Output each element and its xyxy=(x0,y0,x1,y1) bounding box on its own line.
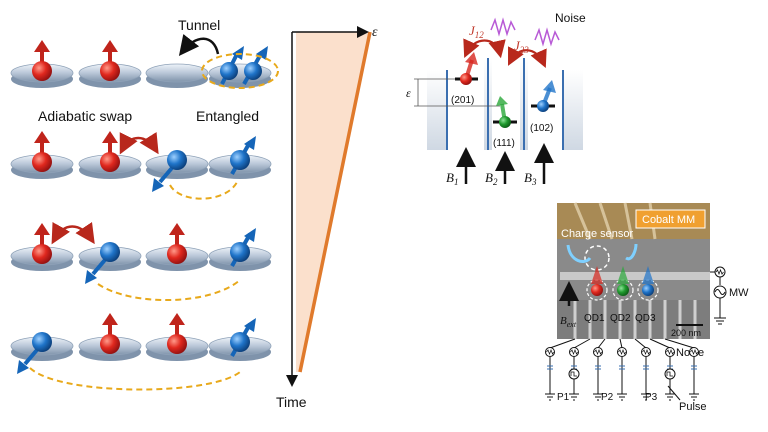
swap-arrow xyxy=(119,131,159,155)
noise-glyph xyxy=(618,349,626,355)
row-1 xyxy=(10,34,279,89)
cobalt-mm-box xyxy=(635,209,706,229)
panel-b-energy-diagram: ε (201) (111) (102) J12 J23 xyxy=(406,11,586,187)
red-spin-up xyxy=(100,40,120,81)
p3-label: P3 xyxy=(645,392,658,403)
charge-sensor-label: Charge sensor xyxy=(561,228,633,240)
gate-wire xyxy=(573,338,591,349)
blue-spin xyxy=(230,318,256,357)
entanglement-link xyxy=(29,367,241,391)
blue-spin xyxy=(242,46,268,85)
blue-spin-dot3 xyxy=(537,80,556,112)
red-spin-up xyxy=(100,313,120,354)
noise-glyph xyxy=(570,349,578,355)
red-spin-up xyxy=(167,223,187,264)
tunnel-label: Tunnel xyxy=(178,17,220,33)
time-label: Time xyxy=(276,394,307,410)
blue-spin-down xyxy=(85,242,120,284)
j23-arrow xyxy=(508,46,547,69)
state-111: (111) xyxy=(493,138,515,149)
blue-spin xyxy=(230,136,256,175)
entanglement-link xyxy=(97,279,241,302)
epsilon-detuning-label: ε xyxy=(406,86,411,100)
j12-arrow xyxy=(463,38,506,59)
noise-glyph xyxy=(666,349,674,355)
quantum-dot-disk-empty xyxy=(145,63,209,88)
noise-glyph xyxy=(546,349,554,355)
j23-label: J23 xyxy=(514,38,529,55)
red-spin-up xyxy=(167,313,187,354)
red-spin-up xyxy=(32,131,52,172)
panel-a-spin-swaps: Tunnel Adiabatic swap Entangled xyxy=(10,17,279,391)
pulse-label: Pulse xyxy=(679,401,707,413)
pulse-glyph xyxy=(570,371,577,377)
entangled-ellipse xyxy=(201,53,279,89)
panel-c-device: Cobalt MM Charge sensor Bext QD1 QD2 QD3 xyxy=(545,202,749,413)
blue-spin xyxy=(230,228,256,267)
entangled-label: Entangled xyxy=(196,108,259,124)
bext-label: Bext xyxy=(560,315,577,329)
gate-wire xyxy=(649,338,671,349)
j12-label: J12 xyxy=(469,23,484,40)
noise-glyph xyxy=(690,349,698,355)
state-102: (102) xyxy=(530,123,553,134)
b2-label: B2 xyxy=(485,170,498,187)
row-4 xyxy=(10,313,272,391)
b3-label: B3 xyxy=(524,170,537,187)
blue-spin xyxy=(220,46,244,85)
pulse-glyph xyxy=(666,371,673,377)
gate-wire xyxy=(664,338,695,349)
gate-circuit xyxy=(545,338,699,401)
qd2-label: QD2 xyxy=(610,313,631,324)
gate-wire xyxy=(549,338,576,349)
mw-label: MW xyxy=(729,287,749,299)
blue-spin-down xyxy=(17,332,52,374)
noise-glyph xyxy=(642,349,650,355)
red-spin-up xyxy=(32,223,52,264)
qd3-spin xyxy=(642,266,654,296)
p2-label: P2 xyxy=(601,392,614,403)
entanglement-link xyxy=(169,179,239,200)
tunnel-arrow xyxy=(178,34,220,56)
charge-sensor-circle xyxy=(584,245,610,271)
row-2 xyxy=(10,131,272,200)
gate-wire xyxy=(634,338,647,349)
noise-squiggle xyxy=(490,17,516,37)
epsilon-label: ε xyxy=(372,25,378,40)
adiabatic-swap-label: Adiabatic swap xyxy=(38,108,132,124)
scale-bar-label: 200 nm xyxy=(671,328,701,338)
qd2-spin xyxy=(617,266,629,296)
noise-label-b: Noise xyxy=(555,11,586,25)
qd3-label: QD3 xyxy=(635,313,656,324)
p1-label: P1 xyxy=(557,392,570,403)
blue-spin-down xyxy=(152,150,187,192)
b1-label: B1 xyxy=(446,170,458,187)
qd1-label: QD1 xyxy=(584,313,605,324)
cobalt-mm-label: Cobalt MM xyxy=(642,214,695,226)
gate-wire xyxy=(597,338,606,349)
green-spin-dot2 xyxy=(496,96,511,128)
noise-glyph xyxy=(594,349,602,355)
state-201: (201) xyxy=(451,95,474,106)
detuning-ramp: ε Time xyxy=(276,25,378,410)
swap-arrow xyxy=(51,221,95,245)
red-spin-up xyxy=(100,131,120,172)
red-spin-up xyxy=(32,40,52,81)
row-3 xyxy=(10,221,272,302)
gate-wire xyxy=(619,338,623,349)
noise-squiggle xyxy=(534,27,560,47)
qd1-spin xyxy=(591,266,603,296)
